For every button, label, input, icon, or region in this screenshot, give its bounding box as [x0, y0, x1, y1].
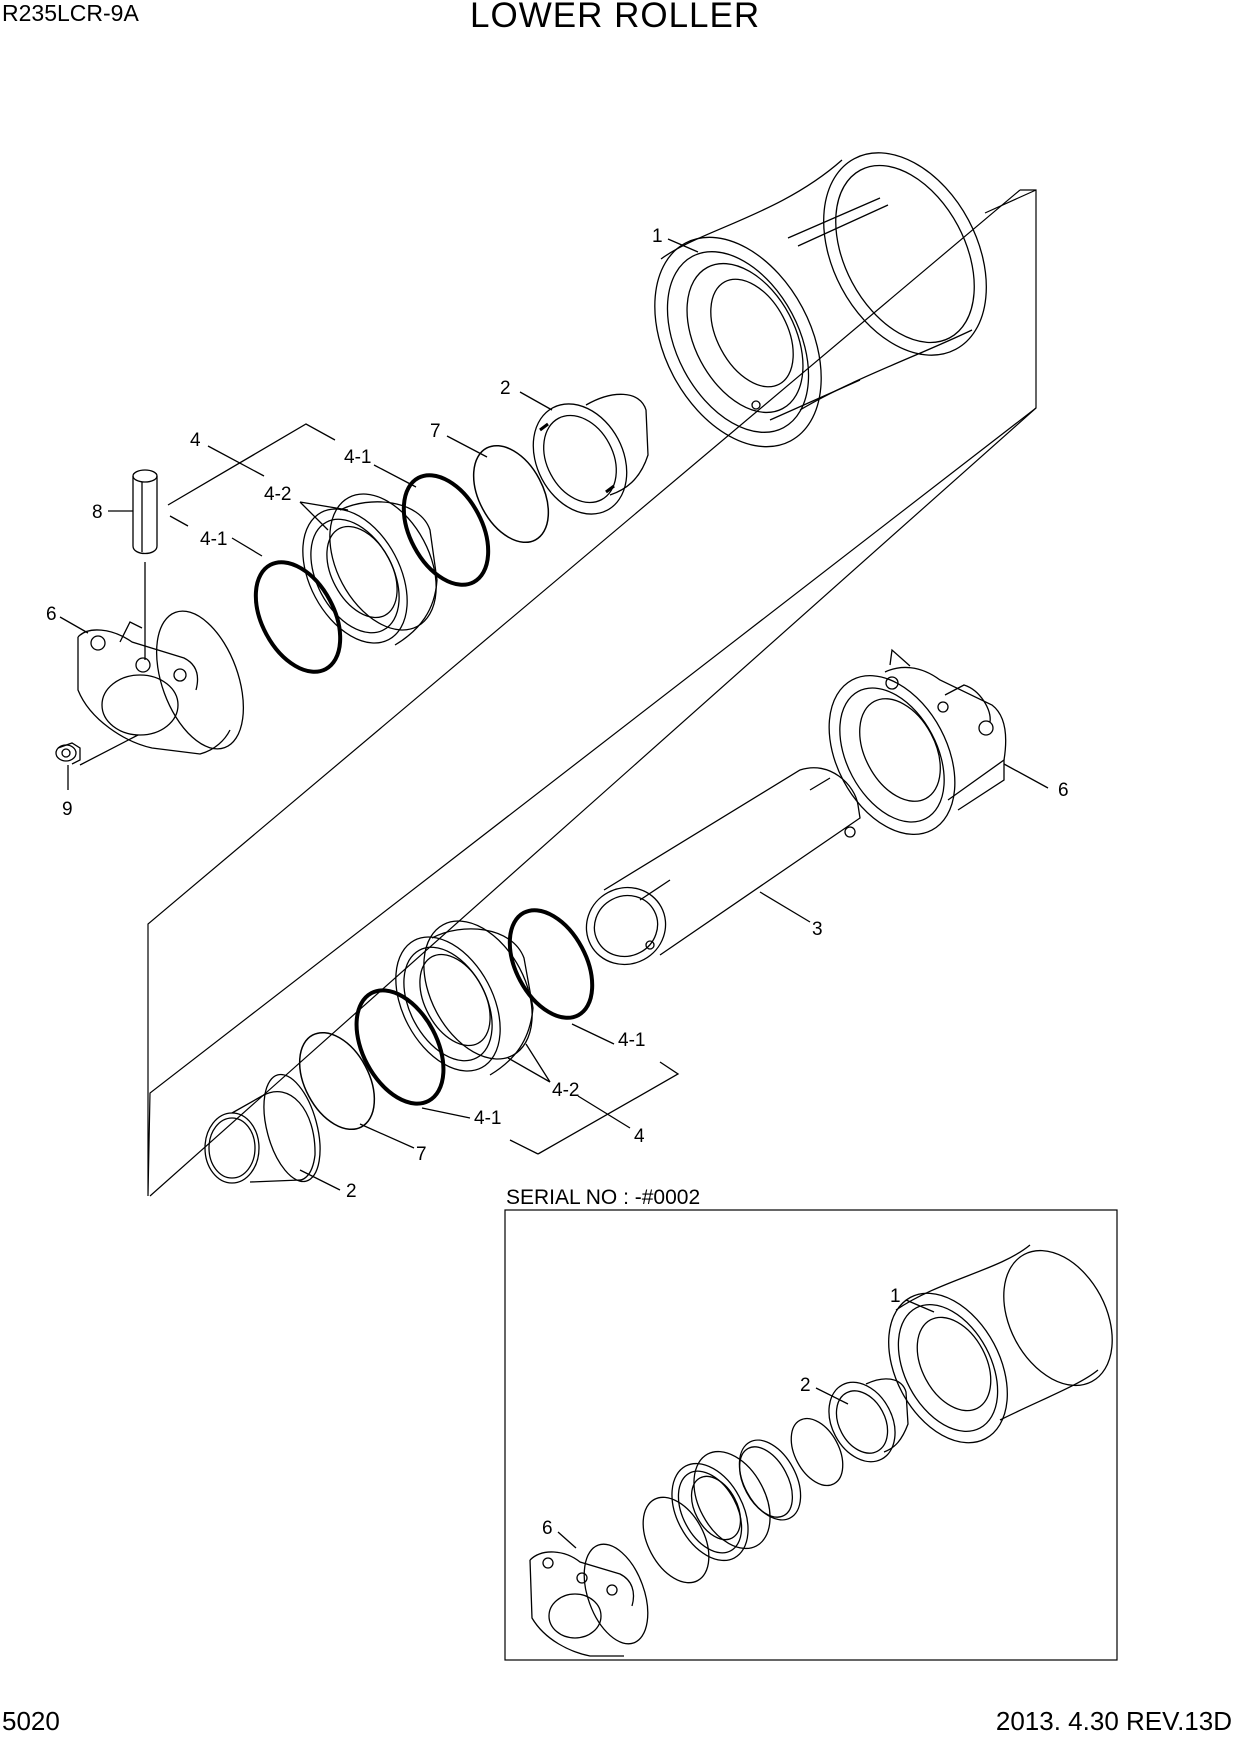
inset-o-ring-part-7: [790, 1417, 844, 1487]
leader-2-top: [519, 391, 553, 411]
shaft-part-3: [585, 767, 861, 966]
inset-collar-part-6: [529, 1543, 649, 1657]
callout-9: 9: [62, 799, 73, 820]
assembly-frame: [147, 189, 1037, 1197]
inset-callout-6: 6: [542, 1518, 553, 1539]
leader-7-bottom: [359, 1123, 415, 1149]
seal-ring-part-4-1-top-b: [253, 560, 343, 674]
inset-leader-1: [905, 1299, 935, 1313]
collar-part-6-top: [77, 610, 245, 766]
revision-date: 2013. 4.30 REV.13D: [995, 1706, 1232, 1736]
callout-4-2-bottom: 4-2: [552, 1080, 579, 1101]
seal-housing-part-4-2-top: [302, 493, 438, 646]
callout-2-bottom: 2: [346, 1181, 357, 1202]
serial-number-label: SERIAL NO : -#0002: [506, 1186, 701, 1209]
roller-body-part-1: [654, 152, 987, 448]
leader-4-bottom: [577, 1095, 631, 1129]
callout-7-top: 7: [430, 421, 441, 442]
page-number: 5020: [2, 1706, 60, 1736]
callout-4-1-bottom-b: 4-1: [474, 1108, 501, 1129]
inset-seal-ring-b: [738, 1446, 794, 1518]
seal-housing-part-4-2-bottom: [395, 920, 534, 1076]
leader-4-2-bottom: [507, 1043, 551, 1083]
page-title: LOWER ROLLER: [470, 0, 761, 35]
bracket-4-bottom: [509, 1061, 680, 1155]
callout-8: 8: [92, 502, 103, 523]
leader-3: [759, 891, 811, 923]
inset-callout-1: 1: [890, 1286, 901, 1307]
seal-ring-part-4-1-bottom-a: [507, 908, 595, 1020]
seal-ring-part-4-1-bottom-b: [354, 988, 446, 1106]
assembly-frame-side: [149, 189, 1037, 1197]
o-ring-part-7-top: [472, 444, 550, 544]
inset-frame: [504, 1209, 1118, 1661]
callout-4-1-top-b: 4-1: [200, 529, 227, 550]
inset-seal-ring-c: [642, 1496, 710, 1584]
inset-callout-2: 2: [800, 1375, 811, 1396]
callout-4-bottom: 4: [634, 1126, 645, 1147]
leader-4-1-top-a: [373, 464, 417, 488]
seal-ring-part-4-1-top-a: [401, 473, 491, 587]
leader-1: [667, 238, 699, 253]
leader-4-1-bottom-a: [571, 1023, 615, 1045]
callout-4-1-top-a: 4-1: [344, 447, 371, 468]
callout-7-bottom: 7: [416, 1144, 427, 1165]
leader-4-1-bottom-b: [421, 1107, 471, 1119]
leader-6-right: [1003, 763, 1049, 789]
inset-roller-part-1: [888, 1244, 1113, 1444]
inset-leader-6: [557, 1531, 577, 1549]
callout-1: 1: [652, 226, 663, 247]
callout-4-1-bottom-a: 4-1: [618, 1030, 645, 1051]
bushing-part-2-top: [532, 393, 649, 515]
leader-6-top: [59, 616, 89, 634]
leader-4-1-top-b: [169, 515, 263, 557]
callout-3: 3: [812, 919, 823, 940]
callout-2-top: 2: [500, 378, 511, 399]
leader-2-bottom: [299, 1169, 341, 1191]
callout-4-top: 4: [190, 430, 201, 451]
leader-7-top: [446, 435, 488, 458]
leader-4-2-top: [299, 501, 349, 531]
collar-part-6-right: [828, 648, 1007, 836]
callout-4-2-top: 4-2: [264, 484, 291, 505]
bushing-part-2-bottom: [204, 1073, 321, 1184]
inset-leader-2: [815, 1387, 849, 1405]
inset-seal-housing: [671, 1450, 771, 1562]
callout-6-top: 6: [46, 604, 57, 625]
plug-part-9: [55, 742, 81, 790]
inset-bushing-part-2: [828, 1378, 909, 1463]
bracket-4-top: [167, 423, 336, 506]
pin-part-8: [132, 469, 158, 660]
callout-6-right: 6: [1058, 780, 1069, 801]
o-ring-part-7-bottom: [298, 1031, 376, 1131]
leader-4-top: [207, 445, 265, 477]
model-number: R235LCR-9A: [2, 0, 139, 26]
